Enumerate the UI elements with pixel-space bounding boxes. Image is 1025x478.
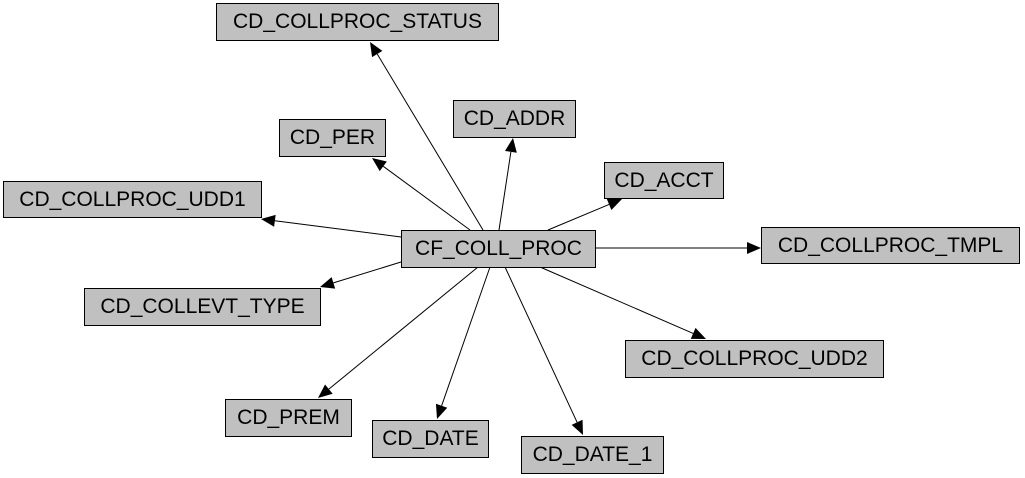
node-cd-per[interactable]: CD_PER	[279, 119, 386, 157]
arrowhead-icon	[690, 327, 706, 339]
node-cd-collproc-status[interactable]: CD_COLLPROC_STATUS	[216, 3, 499, 41]
arrowhead-icon	[261, 214, 276, 227]
arrowhead-icon	[504, 138, 517, 153]
edge-cd-date	[441, 266, 491, 406]
arrowhead-icon	[606, 198, 622, 210]
node-cd-collproc-udd2[interactable]: CD_COLLPROC_UDD2	[625, 340, 884, 378]
edge-cd-collproc-udd1	[274, 220, 402, 238]
arrowhead-icon	[435, 403, 448, 419]
edge-cd-date-1	[504, 266, 578, 423]
arrowhead-icon	[320, 277, 336, 289]
node-cd-date-1[interactable]: CD_DATE_1	[521, 436, 664, 474]
edge-cd-collproc-status	[376, 53, 484, 231]
node-cd-date[interactable]: CD_DATE	[372, 420, 489, 458]
node-cd-addr[interactable]: CD_ADDR	[453, 100, 576, 138]
arrowhead-icon	[747, 242, 761, 254]
edge-cd-per	[382, 165, 471, 231]
arrowhead-icon	[372, 158, 387, 172]
arrowhead-icon	[318, 384, 333, 398]
node-cd-collevt-type[interactable]: CD_COLLEVT_TYPE	[84, 288, 321, 326]
arrowhead-icon	[370, 42, 383, 58]
arrowhead-icon	[571, 419, 583, 435]
node-cd-collproc-tmpl[interactable]: CD_COLLPROC_TMPL	[761, 227, 1020, 264]
edge-cd-prem	[328, 266, 479, 390]
node-cd-collproc-udd1[interactable]: CD_COLLPROC_UDD1	[3, 181, 262, 218]
edge-cd-acct	[547, 203, 610, 231]
node-cd-acct[interactable]: CD_ACCT	[604, 162, 724, 199]
edge-cd-collproc-udd2	[539, 266, 694, 334]
edge-cd-addr	[498, 151, 512, 231]
node-cd-prem[interactable]: CD_PREM	[225, 399, 352, 437]
edge-cd-collevt-type	[333, 261, 402, 284]
node-cf-coll-proc[interactable]: CF_COLL_PROC	[401, 230, 596, 268]
